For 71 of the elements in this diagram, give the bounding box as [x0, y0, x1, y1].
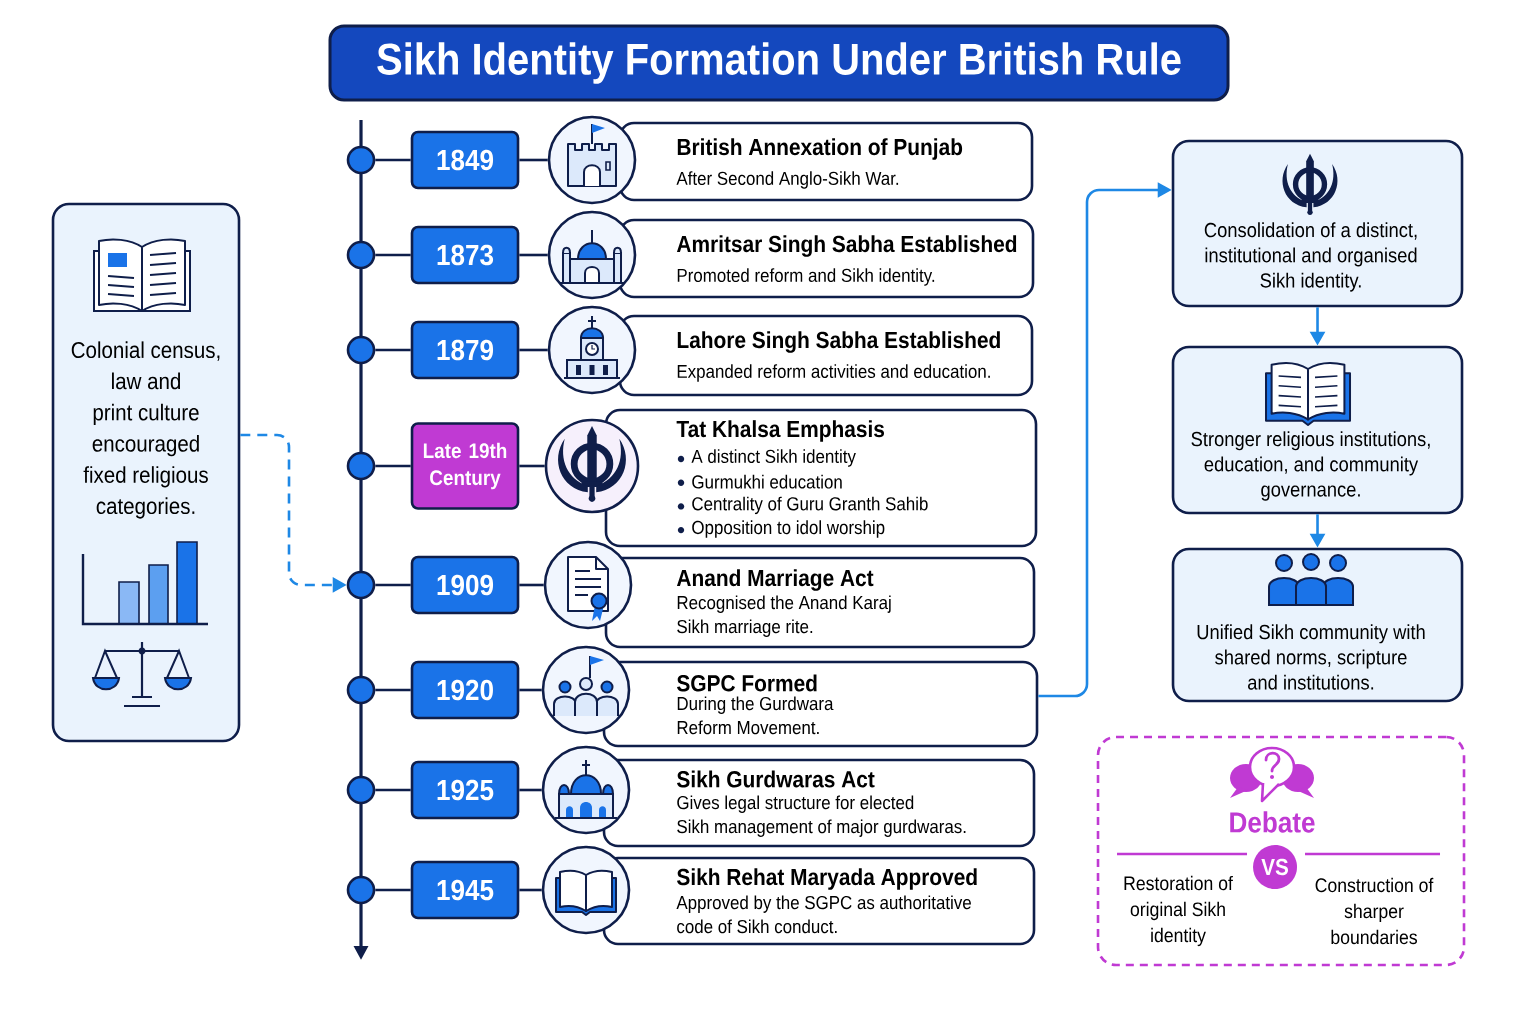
- timeline-dot: [346, 875, 376, 905]
- event-card: [618, 121, 1034, 202]
- event-card: [602, 758, 1036, 848]
- debate-position: Construction of sharper boundaries: [1315, 877, 1434, 945]
- year-box: Late 19th Century: [410, 422, 520, 510]
- outcome-text: Unified Sikh community with shared norms, scripture and institutions.: [1197, 624, 1425, 690]
- year-box: 1849: [410, 130, 520, 190]
- event-title: Amritsar Singh Sabha Established: [676, 235, 1017, 257]
- panel-text: Colonial census, law and print culture encouraged fixed religious categories.: [71, 341, 220, 519]
- connector-line: [375, 888, 411, 892]
- connector-line: [519, 888, 542, 892]
- event-title: Sikh Gurdwaras Act: [677, 770, 875, 788]
- debate-position: Restoration of original Sikh identity: [1124, 875, 1233, 947]
- event-card: [618, 314, 1034, 397]
- timeline-dot: [346, 775, 376, 805]
- event-description: During the Gurdwara Reform Movement.: [677, 696, 834, 735]
- event-description: After Second Anglo-Sikh War.: [676, 171, 899, 189]
- connector-line: [375, 348, 411, 352]
- connector-line: [375, 688, 411, 692]
- bullet-text: A distinct Sikh identity: [691, 449, 856, 467]
- connector-line: [375, 788, 411, 792]
- connector-line: [375, 583, 411, 587]
- event-card: [602, 660, 1039, 748]
- event-card: [602, 856, 1036, 946]
- event-title: SGPC Formed: [677, 674, 817, 692]
- year-box: 1920: [410, 660, 520, 720]
- event-description: Gives legal structure for elected Sikh management of major gurdwaras.: [677, 795, 966, 837]
- title-banner: Sikh Identity Formation Under British Rule: [328, 24, 1230, 102]
- timeline-dot: [346, 145, 376, 175]
- outcome-text: Consolidation of a distinct, institutional and organised Sikh identity.: [1204, 222, 1417, 292]
- event-title: Sikh Rehat Maryada Approved: [677, 868, 977, 890]
- bullet-text: Gurmukhi education: [692, 474, 842, 489]
- outcome-box: [1171, 547, 1464, 703]
- connector-line: [519, 788, 542, 792]
- year-box: 1909: [410, 555, 520, 615]
- year-box: 1945: [410, 860, 520, 920]
- event-description: Promoted reform and Sikh identity.: [677, 268, 935, 286]
- event-title: Lahore Singh Sabha Established: [677, 331, 1000, 353]
- outcome-box: [1171, 139, 1464, 308]
- connector-line: [519, 688, 542, 692]
- timeline-dot: [346, 451, 376, 481]
- event-description: Approved by the SGPC as authoritative code of Sikh conduct.: [676, 895, 971, 934]
- event-title: Anand Marriage Act: [676, 569, 874, 591]
- bullet-text: Opposition to idol worship: [692, 520, 885, 538]
- connector-line: [375, 253, 411, 257]
- timeline-dot: [346, 570, 376, 600]
- event-card: [618, 218, 1035, 299]
- event-card: [604, 408, 1038, 548]
- connector-line: [375, 158, 411, 162]
- event-title: Tat Khalsa Emphasis: [676, 420, 884, 442]
- event-description: Expanded reform activities and education.: [677, 364, 990, 382]
- outcome-text: Stronger religious institutions, education, and community governance.: [1191, 431, 1430, 501]
- timeline-dot: [346, 675, 376, 705]
- debate-heading: Debate: [1230, 811, 1315, 833]
- debate-box: [1096, 735, 1466, 967]
- timeline-dot: [346, 240, 376, 270]
- year-box: 1925: [410, 760, 520, 820]
- timeline-dot: [346, 335, 376, 365]
- connector-line: [375, 464, 411, 468]
- outcome-box: [1171, 345, 1464, 515]
- connector-line: [519, 158, 548, 162]
- event-title: British Annexation of Punjab: [677, 138, 963, 160]
- connector-line: [519, 464, 545, 468]
- bullet-text: Centrality of Guru Granth Sahib: [692, 496, 928, 515]
- event-description: Recognised the Anand Karaj Sikh marriage rite.: [677, 595, 891, 637]
- connector-line: [519, 253, 548, 257]
- year-box: 1879: [410, 320, 520, 380]
- connector-line: [519, 348, 548, 352]
- connector-line: [519, 583, 544, 587]
- vs-badge: VS: [1253, 845, 1297, 889]
- year-box: 1873: [410, 225, 520, 285]
